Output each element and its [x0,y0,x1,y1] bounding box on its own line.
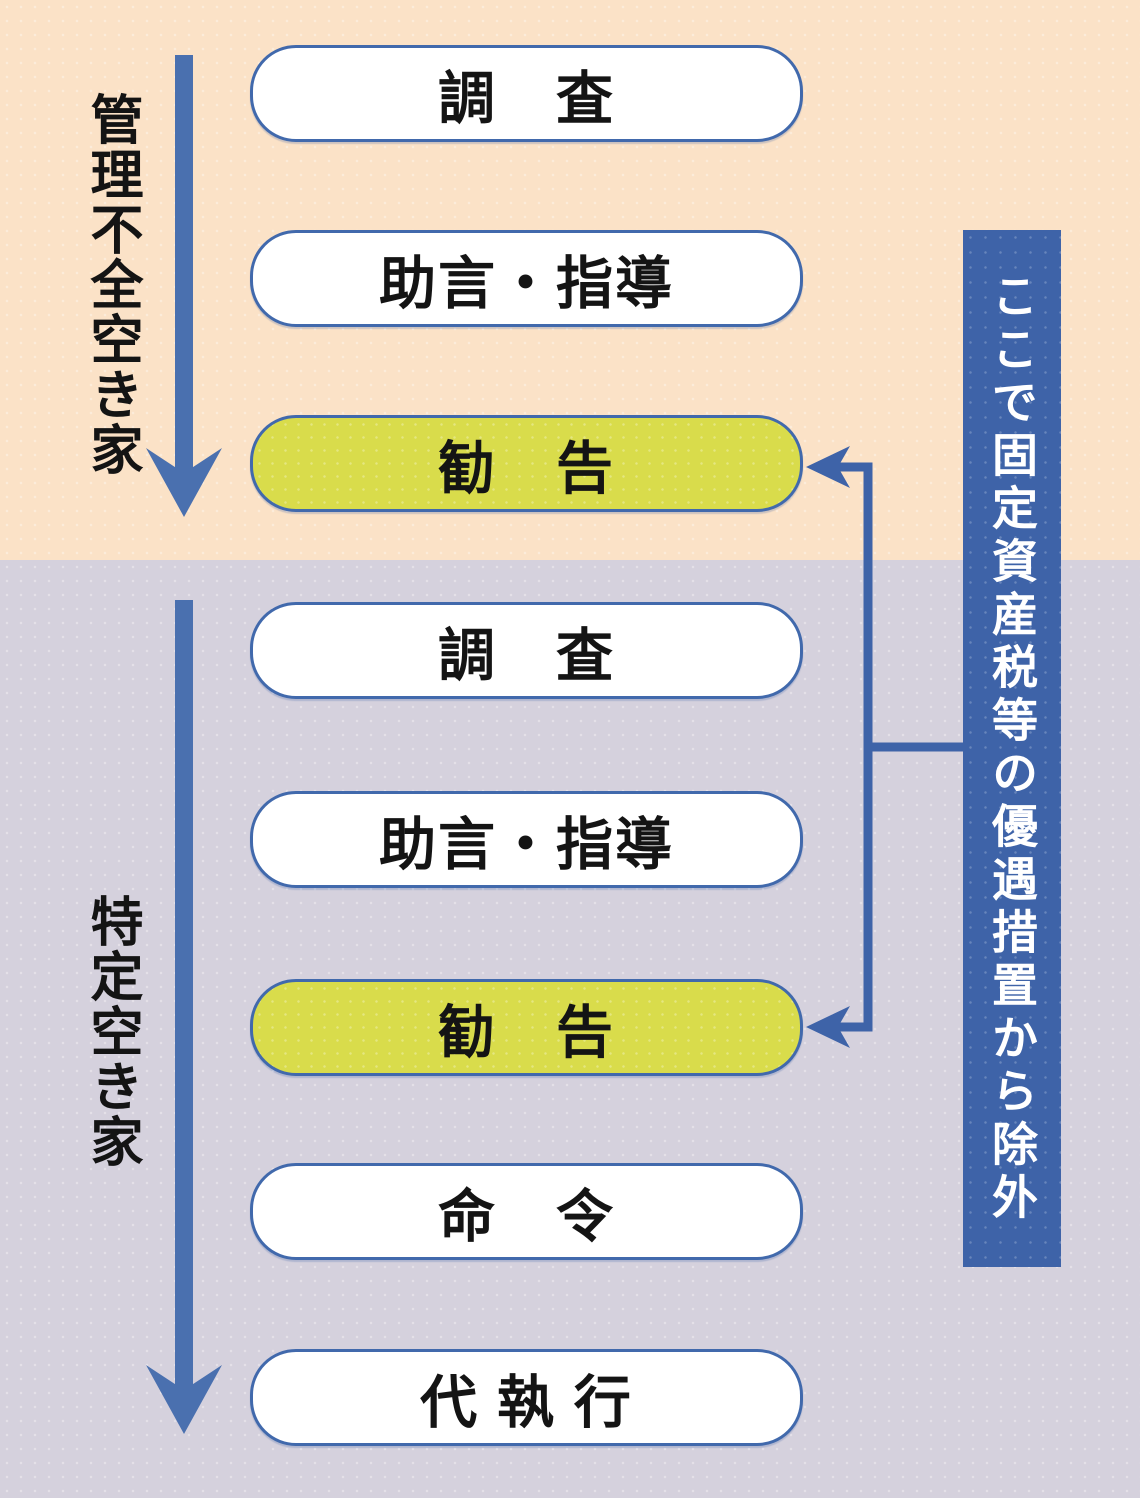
section-label-specified: 特定空き家 [83,894,142,1169]
box-recommendation-2: 勧 告 [250,979,803,1076]
tax-exclusion-banner-text: ここで固定資産税等の優遇措置から除外 [986,271,1038,1226]
box-recommendation-1: 勧 告 [250,415,803,512]
box-survey-2: 調 査 [250,602,803,699]
box-administrative-execution: 代 執 行 [250,1349,803,1446]
box-survey-1: 調 査 [250,45,803,142]
tax-exclusion-banner: ここで固定資産税等の優遇措置から除外 [963,230,1061,1267]
box-advice-guidance-1: 助言・指導 [250,230,803,327]
box-order: 命 令 [250,1163,803,1260]
section-label-mismanaged: 管理不全空き家 [83,92,142,477]
box-advice-guidance-2: 助言・指導 [250,791,803,888]
